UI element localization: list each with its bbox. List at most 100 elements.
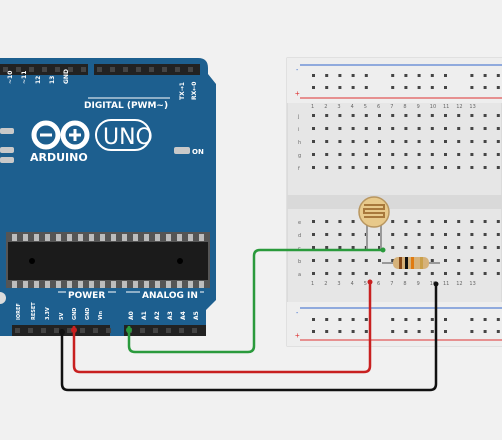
breadboard-hole (404, 233, 408, 236)
header-hole (175, 67, 180, 72)
breadboard-hole (483, 272, 487, 275)
breadboard-hole (351, 246, 355, 249)
rail-hole (430, 318, 434, 321)
breadboard-hole (457, 246, 461, 249)
breadboard-hole (325, 114, 329, 117)
column-number: 8 (403, 281, 406, 287)
breadboard-hole (417, 272, 421, 275)
breadboard-hole (470, 220, 474, 223)
rail-hole (391, 86, 395, 89)
breadboard-hole (430, 153, 434, 156)
breadboard-hole (457, 233, 461, 236)
breadboard-hole (378, 272, 381, 275)
breadboard-hole (430, 220, 434, 223)
resistor[interactable] (382, 257, 440, 269)
rail-hole (430, 74, 434, 77)
header-hole (97, 67, 102, 72)
breadboard-hole (338, 220, 342, 223)
breadboard-hole (496, 166, 500, 169)
l-led (0, 157, 14, 163)
breadboard-hole (417, 220, 421, 223)
rail-hole (417, 86, 421, 89)
chip-pin (45, 234, 50, 241)
breadboard-hole (417, 114, 421, 117)
breadboard-hole (312, 220, 315, 223)
on-led (174, 147, 190, 154)
breadboard-hole (444, 166, 447, 169)
chip-pin (100, 281, 105, 288)
breadboard-holes[interactable] (312, 74, 500, 333)
row-letter: j (297, 114, 299, 120)
wire-signal-green[interactable] (127, 248, 383, 354)
breadboard-hole (312, 127, 315, 130)
breadboard-hole (325, 272, 329, 275)
breadboard-hole (338, 114, 342, 117)
breadboard-hole (470, 259, 474, 262)
rail-hole (417, 318, 421, 321)
breadboard-hole (470, 127, 474, 130)
pin-label-a4: A4 (180, 311, 187, 320)
chip-pin (144, 234, 149, 241)
breadboard-hole (404, 246, 408, 249)
arduino-board[interactable]: ~10 ~11 12 13 GND TX→1 RX←0 DIGITAL (PWM… (0, 58, 216, 336)
breadboard-hole (457, 259, 461, 262)
breadboard-hole (457, 114, 461, 117)
chip-pin (56, 281, 61, 288)
chip-pin (34, 281, 39, 288)
chip-pin (122, 234, 127, 241)
column-number: 4 (351, 104, 354, 110)
rail-minus-top: - (296, 67, 299, 74)
chip-pin (199, 234, 204, 241)
breadboard-hole (325, 220, 329, 223)
breadboard-hole (391, 114, 395, 117)
power-label: POWER (68, 291, 105, 301)
analog-header[interactable] (124, 325, 206, 336)
rail-hole (483, 330, 487, 333)
photoresistor[interactable] (358, 196, 390, 250)
chip-pin (78, 281, 83, 288)
breadboard-hole (496, 246, 500, 249)
chip-pin (45, 281, 50, 288)
pin-label-a2: A2 (154, 311, 161, 320)
uno-label: UNO (103, 125, 153, 150)
column-number: 3 (337, 104, 340, 110)
breadboard-hole (364, 114, 368, 117)
chip-pin (177, 281, 182, 288)
wire-ground-black[interactable] (60, 284, 438, 392)
breadboard-hole (378, 259, 381, 262)
rail-hole (312, 318, 315, 321)
breadboard-hole (312, 246, 315, 249)
breadboard[interactable]: - + - + jihgfedcba1122334455667788991010… (286, 57, 502, 347)
arduino-logo (31, 120, 90, 150)
chip-pin (12, 234, 17, 241)
rail-hole (364, 318, 368, 321)
breadboard-hole (391, 127, 395, 130)
chip-pin (111, 281, 116, 288)
breadboard-hole (404, 140, 408, 143)
breadboard-hole (457, 272, 461, 275)
rail-hole (417, 74, 421, 77)
breadboard-hole (417, 246, 421, 249)
chip-pin (56, 234, 61, 241)
header-hole (136, 67, 141, 72)
breadboard-hole (470, 140, 474, 143)
rail-plus-bottom: + (295, 331, 300, 340)
column-number: 7 (390, 104, 393, 110)
wire-power-red[interactable] (72, 282, 372, 374)
breadboard-hole (351, 153, 355, 156)
digital-header[interactable] (0, 64, 200, 75)
breadboard-hole (430, 114, 434, 117)
breadboard-hole (351, 140, 355, 143)
breadboard-hole (483, 166, 487, 169)
breadboard-hole (444, 259, 447, 262)
chip-pin (34, 234, 39, 241)
reset-button[interactable] (0, 292, 6, 304)
rail-hole (325, 86, 329, 89)
header-hole (28, 328, 33, 333)
rail-hole (312, 74, 315, 77)
column-number: 7 (390, 281, 393, 287)
pin-label-5v: 5V (59, 313, 65, 320)
rail-hole (496, 318, 500, 321)
breadboard-hole (391, 246, 395, 249)
